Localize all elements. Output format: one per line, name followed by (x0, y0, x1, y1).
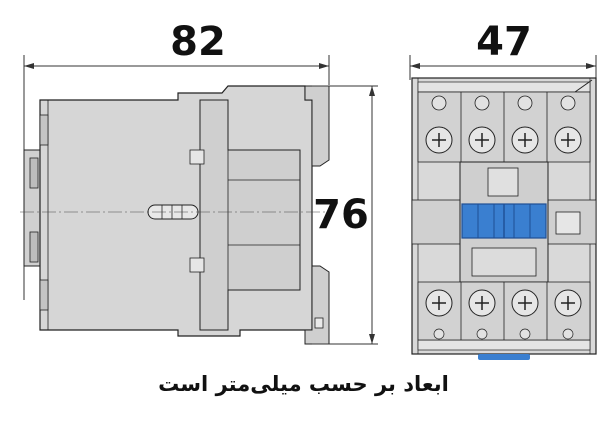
height-arrow-bottom (369, 334, 375, 344)
width-dimension-label: 82 (170, 19, 226, 65)
blue-indicator (461, 203, 547, 239)
width-arrow-left (24, 63, 34, 69)
bottom-blue-tab (478, 354, 530, 360)
height-arrow-top (369, 86, 375, 96)
terminal-screw (554, 289, 582, 317)
top-terminals (417, 91, 591, 163)
depth-dimension-label: 47 (476, 19, 532, 65)
terminal-screw (425, 289, 453, 317)
caption-units-note: ابعاد بر حسب میلی‌متر است (158, 372, 449, 396)
terminal-screw (554, 126, 582, 154)
terminal-screw (425, 126, 453, 154)
terminal-screw (511, 289, 539, 317)
bottom-terminals (417, 281, 591, 341)
front-view: 47 (409, 19, 597, 360)
depth-arrow-left (410, 63, 420, 69)
terminal-screw (468, 289, 496, 317)
terminal-screw (468, 126, 496, 154)
height-dimension-label: 76 (313, 192, 369, 238)
depth-arrow-right (586, 63, 596, 69)
terminal-screw (511, 126, 539, 154)
width-arrow-right (319, 63, 329, 69)
side-view: 82 76 (20, 19, 378, 345)
